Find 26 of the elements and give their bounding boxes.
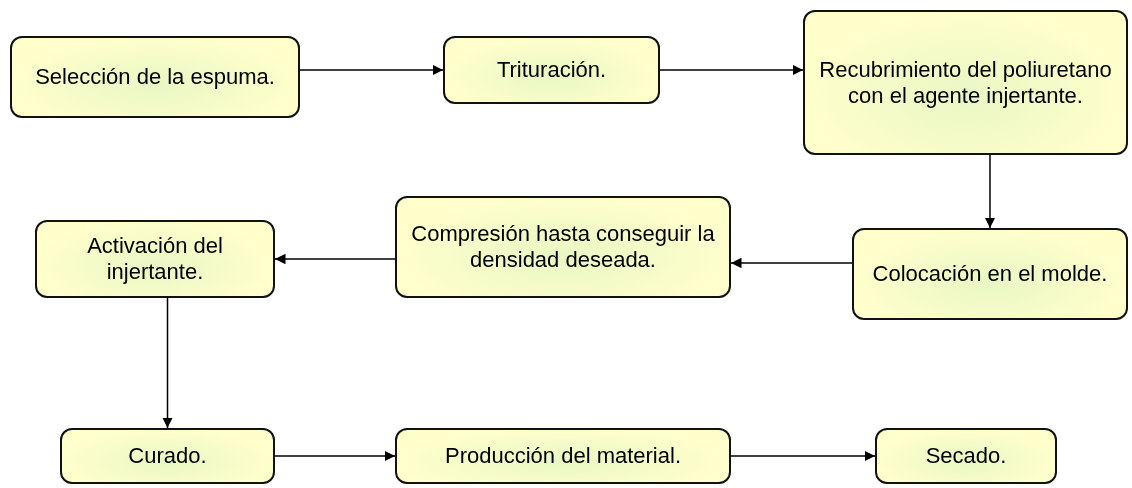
step-label: Colocación en el molde. [872, 261, 1108, 287]
arrow [162, 297, 173, 429]
arrow [274, 450, 396, 462]
process-box [60, 428, 275, 484]
step-label: Selección de la espuma. [35, 64, 275, 90]
step-label: Curado. [128, 443, 207, 469]
arrow [984, 154, 996, 229]
process-box [875, 428, 1057, 484]
arrow [659, 64, 804, 76]
process-box [395, 428, 731, 484]
arrow [299, 64, 444, 76]
process-box [803, 10, 1128, 155]
step-label: Compresión hasta conseguir la densidad deseada. [410, 221, 716, 273]
process-box [35, 220, 275, 298]
process-box [395, 196, 731, 298]
step-label: Activación del injertante. [86, 233, 224, 285]
process-box [443, 36, 660, 104]
arrow [730, 257, 853, 269]
step-label: Producción del material. [445, 443, 681, 469]
step-label: Trituración. [496, 57, 607, 83]
arrow [730, 450, 876, 462]
process-box [852, 228, 1128, 320]
step-label: Recubrimiento del poliuretano con el agente injertante. [818, 56, 1113, 109]
arrow [274, 253, 396, 265]
step-label: Secado. [925, 443, 1007, 469]
process-box [10, 36, 300, 118]
